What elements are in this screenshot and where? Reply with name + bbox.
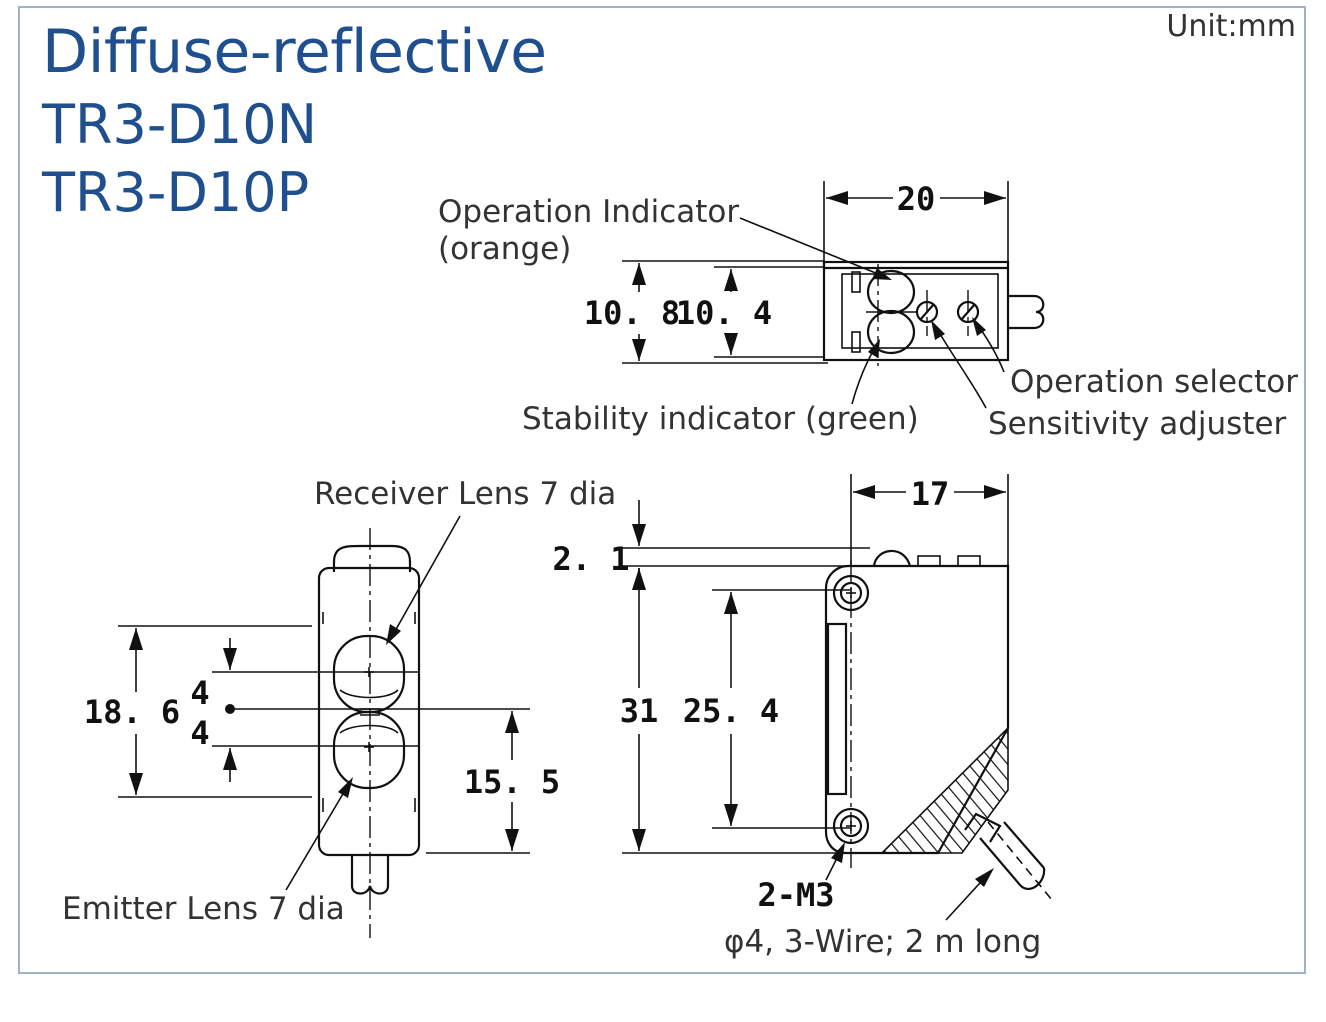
- side-width-dimension: 17: [911, 475, 950, 513]
- side-view: 17 2. 1: [552, 474, 1053, 960]
- sensitivity-adjuster-label: Sensitivity adjuster: [988, 406, 1287, 442]
- stability-indicator-label: Stability indicator (green): [522, 401, 919, 437]
- front-base-dimension: 15. 5: [464, 763, 560, 801]
- model-number-p: TR3-D10P: [42, 161, 310, 224]
- unit-label: Unit:mm: [1166, 9, 1296, 44]
- front-view: 18. 6 4 4 15. 5 Receiver Lens 7 dia Emit…: [62, 476, 616, 938]
- cable-spec-label: φ4, 3-Wire; 2 m long: [724, 924, 1041, 960]
- side-hole-pitch-dimension: 25. 4: [683, 692, 779, 730]
- top-inner-height-dimension: 10. 4: [676, 294, 772, 332]
- side-height-dimension: 31: [620, 692, 659, 730]
- screw-spec-label: 2-M3: [757, 876, 834, 914]
- receiver-lens-label: Receiver Lens 7 dia: [314, 476, 616, 512]
- side-top-offset-dimension: 2. 1: [552, 540, 629, 578]
- top-view: 20 10. 8 10. 4: [438, 180, 1298, 442]
- top-width-dimension: 20: [897, 180, 936, 218]
- operation-indicator-color-label: (orange): [438, 231, 571, 267]
- top-outer-height-dimension: 10. 8: [584, 294, 680, 332]
- front-lower-offset-dimension: 4: [190, 714, 209, 752]
- operation-selector-label: Operation selector: [1010, 364, 1298, 400]
- sensor-type-title: Diffuse-reflective: [42, 17, 547, 87]
- model-number-n: TR3-D10N: [42, 93, 318, 156]
- emitter-lens-label: Emitter Lens 7 dia: [62, 891, 345, 927]
- front-height-dimension: 18. 6: [84, 693, 180, 731]
- operation-indicator-label: Operation Indicator: [438, 194, 739, 230]
- front-upper-offset-dimension: 4: [190, 674, 209, 712]
- drawing-frame: [18, 6, 1306, 974]
